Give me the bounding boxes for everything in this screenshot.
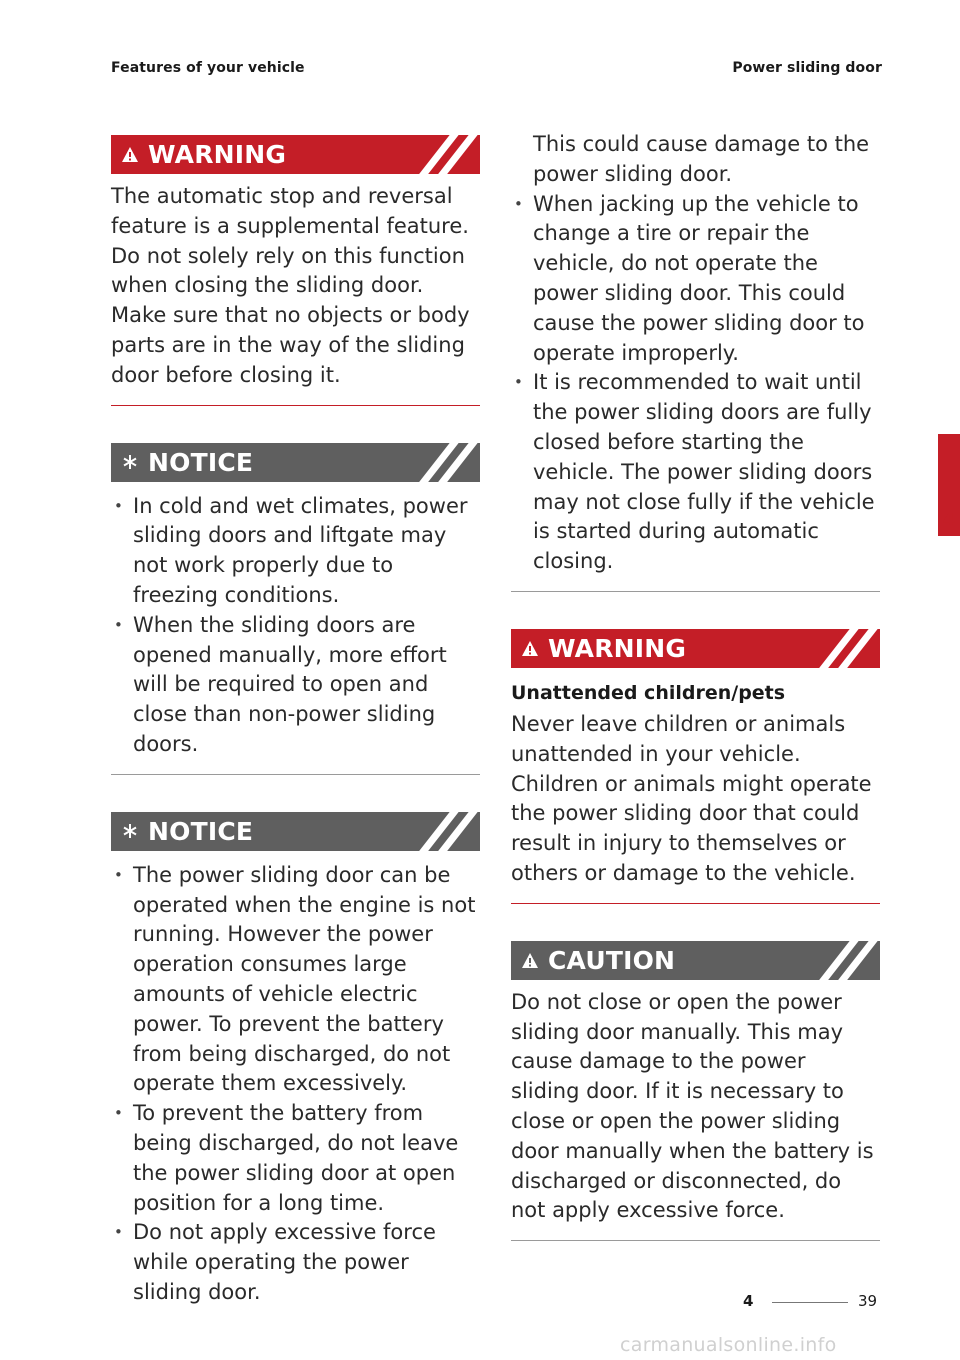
caution-label: CAUTION <box>548 945 676 975</box>
divider <box>511 902 880 904</box>
notice-list: The power sliding door can be operated w… <box>111 861 480 1308</box>
chapter-tab <box>938 434 960 536</box>
divider <box>511 1240 880 1242</box>
list-item: In cold and wet climates, power sliding … <box>111 492 480 611</box>
page-number: 39 <box>858 1292 878 1310</box>
asterisk-icon <box>111 454 148 470</box>
list-item: To prevent the battery from being discha… <box>111 1099 480 1218</box>
page-topic: Power sliding door <box>732 60 882 76</box>
notice-banner: NOTICE <box>111 811 480 851</box>
warning-subheading: Unattended children/pets <box>511 681 786 704</box>
right-column: This could cause damage to the power sli… <box>511 130 880 1242</box>
precaution-list: When jacking up the vehicle to change a … <box>511 190 880 577</box>
warning-text: The automatic stop and reversal feature … <box>111 184 470 387</box>
list-item: The power sliding door can be operated w… <box>111 861 480 1099</box>
list-item: When jacking up the vehicle to change a … <box>511 190 880 369</box>
warning-banner: WARNING <box>111 135 480 174</box>
list-item: When the sliding doors are opened manual… <box>111 611 480 760</box>
continued-text: This could cause damage to the power sli… <box>533 132 870 186</box>
warning-text: Never leave children or animals unattend… <box>511 711 872 885</box>
list-item: Do not apply excessive force while opera… <box>111 1218 480 1307</box>
section-title: Features of your vehicle <box>111 60 305 76</box>
divider <box>511 590 880 592</box>
warning-triangle-icon <box>511 640 548 657</box>
chapter-tab-number: 4 <box>943 510 955 530</box>
watermark: carmanualsonline.info <box>620 1334 837 1356</box>
caution-text: Do not close or open the power sliding d… <box>511 989 874 1223</box>
notice-banner: NOTICE <box>111 442 480 482</box>
left-column: WARNING The automatic stop and reversal … <box>111 135 480 1308</box>
notice-label: NOTICE <box>148 816 254 846</box>
warning-label: WARNING <box>148 140 287 169</box>
warning-triangle-icon <box>511 952 548 969</box>
footer-divider <box>772 1302 848 1303</box>
list-item: It is recommended to wait until the powe… <box>511 368 880 577</box>
divider <box>111 773 480 775</box>
warning-label: WARNING <box>548 633 687 663</box>
warning-banner: WARNING <box>511 628 880 668</box>
divider <box>111 404 480 406</box>
notice-label: NOTICE <box>148 447 254 477</box>
notice-list: In cold and wet climates, power sliding … <box>111 492 480 760</box>
footer-chapter: 4 <box>743 1292 754 1310</box>
warning-triangle-icon <box>111 146 148 163</box>
caution-banner: CAUTION <box>511 940 880 980</box>
asterisk-icon <box>111 823 148 839</box>
